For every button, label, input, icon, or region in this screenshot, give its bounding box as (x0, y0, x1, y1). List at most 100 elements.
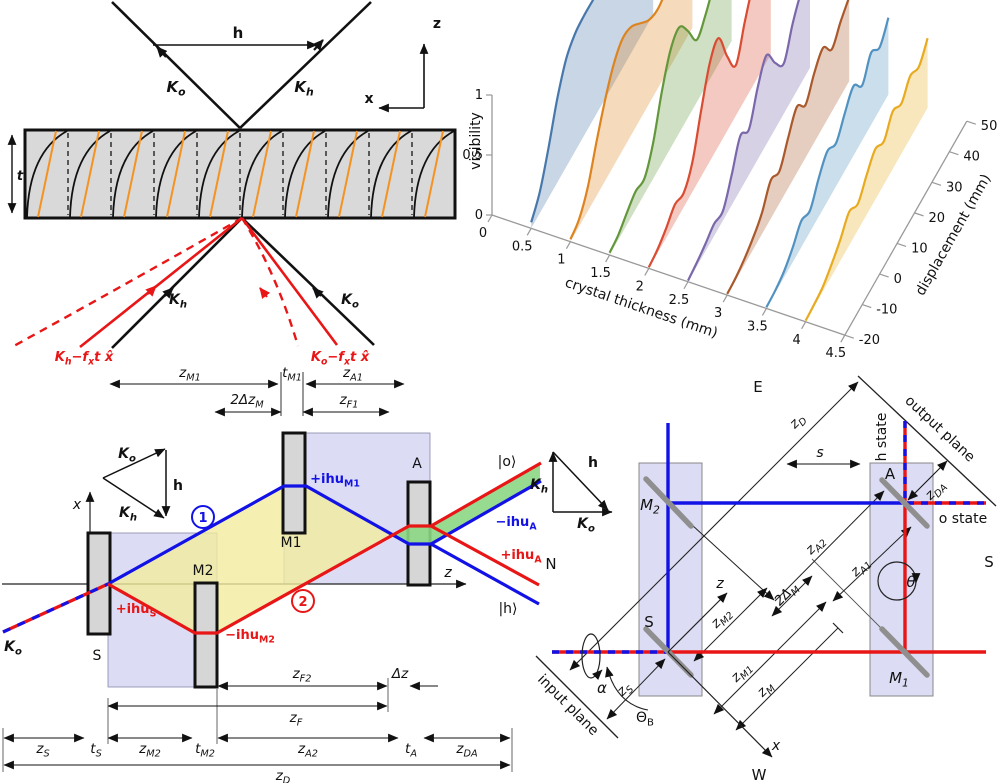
dim-zD (569, 381, 859, 671)
tick-label: 0.5 (462, 148, 483, 163)
dim-tA-label: tA (405, 741, 417, 760)
lattice-curve (370, 130, 412, 218)
dim-zD-label: zD (275, 768, 291, 783)
dim-tM2-label: tM2 (195, 741, 215, 760)
tick-label: 50 (981, 119, 998, 134)
tick (914, 212, 924, 217)
tick-label: 3.5 (747, 319, 768, 334)
lattice-plane (252, 130, 272, 218)
lattice-curve (198, 130, 240, 218)
dim-zM1-label: zM1 (178, 365, 201, 384)
ko-exit-arrowhead (312, 287, 324, 299)
plot-axis (844, 120, 968, 336)
ko-vector-label: Ko (577, 516, 595, 535)
visibility-curve (804, 37, 929, 322)
tick (565, 241, 571, 249)
visibility-ribbon (570, 0, 693, 242)
dim-zA1-label: zA1 (342, 365, 363, 384)
tick (644, 268, 650, 276)
lattice-curve (284, 130, 326, 218)
alpha-rotation-arrow (591, 669, 603, 681)
dim-zM (735, 627, 839, 731)
tick (683, 281, 689, 290)
thickness-label: t (17, 169, 24, 184)
ko-arrowhead (156, 46, 168, 58)
tick-label: 0 (475, 208, 483, 223)
visibility-curve (765, 17, 890, 308)
o-state-label: o state (939, 511, 987, 527)
dim-zS-label: zS (35, 741, 49, 760)
visibility-curve (726, 0, 850, 295)
kh-label: Kh (294, 78, 314, 99)
compass-east: E (753, 378, 762, 396)
dim-s-label: s (816, 445, 823, 461)
kh-exit-label: Kh (169, 292, 187, 311)
ko-incident-ray (111, 1, 241, 129)
dim-2dM-label: 2ΔM (771, 579, 803, 611)
z-axis-label: z (433, 16, 441, 32)
beam-2-o-branch (430, 461, 542, 528)
x-axis-label: x (364, 91, 373, 107)
dim-zF2-label: zF2 (292, 666, 312, 685)
kh-vector-label: Kh (119, 505, 137, 524)
dim-zS (606, 658, 666, 720)
tick-label: 0 (894, 272, 902, 287)
ko-exit-label: Ko (341, 292, 359, 311)
m1-label: M1 (281, 535, 302, 551)
m2-label: M2 (640, 496, 660, 517)
h-label: h (233, 24, 244, 42)
lattice-curve (327, 130, 369, 218)
path-2-badge (291, 589, 315, 613)
lattice-curve (241, 130, 283, 218)
z-axis-label: z (443, 565, 452, 581)
ko-dispersed-ray (240, 217, 300, 347)
tick (844, 334, 854, 339)
tick (605, 254, 611, 263)
visibility-curve (647, 0, 751, 268)
crystal-M1 (281, 431, 307, 535)
x-axis-arrow (667, 651, 773, 758)
ket-o-label: |o⟩ (498, 454, 517, 470)
tick-label: 4.5 (825, 346, 846, 361)
ket-h-label: |h⟩ (498, 601, 517, 617)
alpha-label: α (597, 679, 607, 697)
bragg-angle-label: ΘB (636, 710, 654, 729)
visibility-curve (569, 0, 664, 240)
dim-zD-label: zD (786, 410, 810, 434)
theta-label: θ (906, 573, 915, 591)
beam-path-2 (107, 524, 431, 635)
mirror-a (879, 477, 930, 529)
dim-zA2-label: zA2 (297, 741, 318, 760)
kh-exit-arrowhead (162, 287, 174, 299)
kh-shifted-ray (79, 216, 243, 349)
dim-zA2 (774, 490, 885, 602)
lattice-plane (381, 130, 401, 218)
dim-zM2 (693, 587, 768, 662)
visibility-curve (530, 0, 595, 223)
ko-input-label: Ko (4, 639, 22, 658)
x-axis-label: x (771, 738, 781, 754)
crystal-M2 (193, 581, 219, 689)
compass-north: N (545, 555, 556, 573)
input-beam-blue-dash (2, 582, 109, 634)
lattice-plane (295, 130, 315, 218)
lattice-curve (69, 130, 111, 218)
visibility-ribbon (727, 0, 850, 296)
lattice-plane (80, 130, 100, 218)
ko-label: Ko (166, 78, 186, 99)
visibility-ribbon (805, 38, 928, 322)
input-plane-line (535, 655, 619, 739)
tick-label: 2.5 (669, 293, 690, 308)
lattice-plane (37, 130, 57, 218)
dim-zM1-label: zM1 (727, 659, 756, 688)
dim-zA2-label: zA2 (802, 532, 830, 560)
visibility-curve (687, 0, 800, 282)
tick-label: 0.5 (512, 239, 533, 254)
beam-envelope-fill (108, 486, 391, 633)
kh-exit-ray (111, 217, 243, 349)
tick-label: 1 (557, 253, 565, 268)
dim-tS-label: tS (90, 741, 101, 760)
tick-label: 1 (475, 88, 483, 103)
visibility-3d-plot: 00.511.522.533.544.5-20-100102030405000.… (462, 0, 997, 361)
